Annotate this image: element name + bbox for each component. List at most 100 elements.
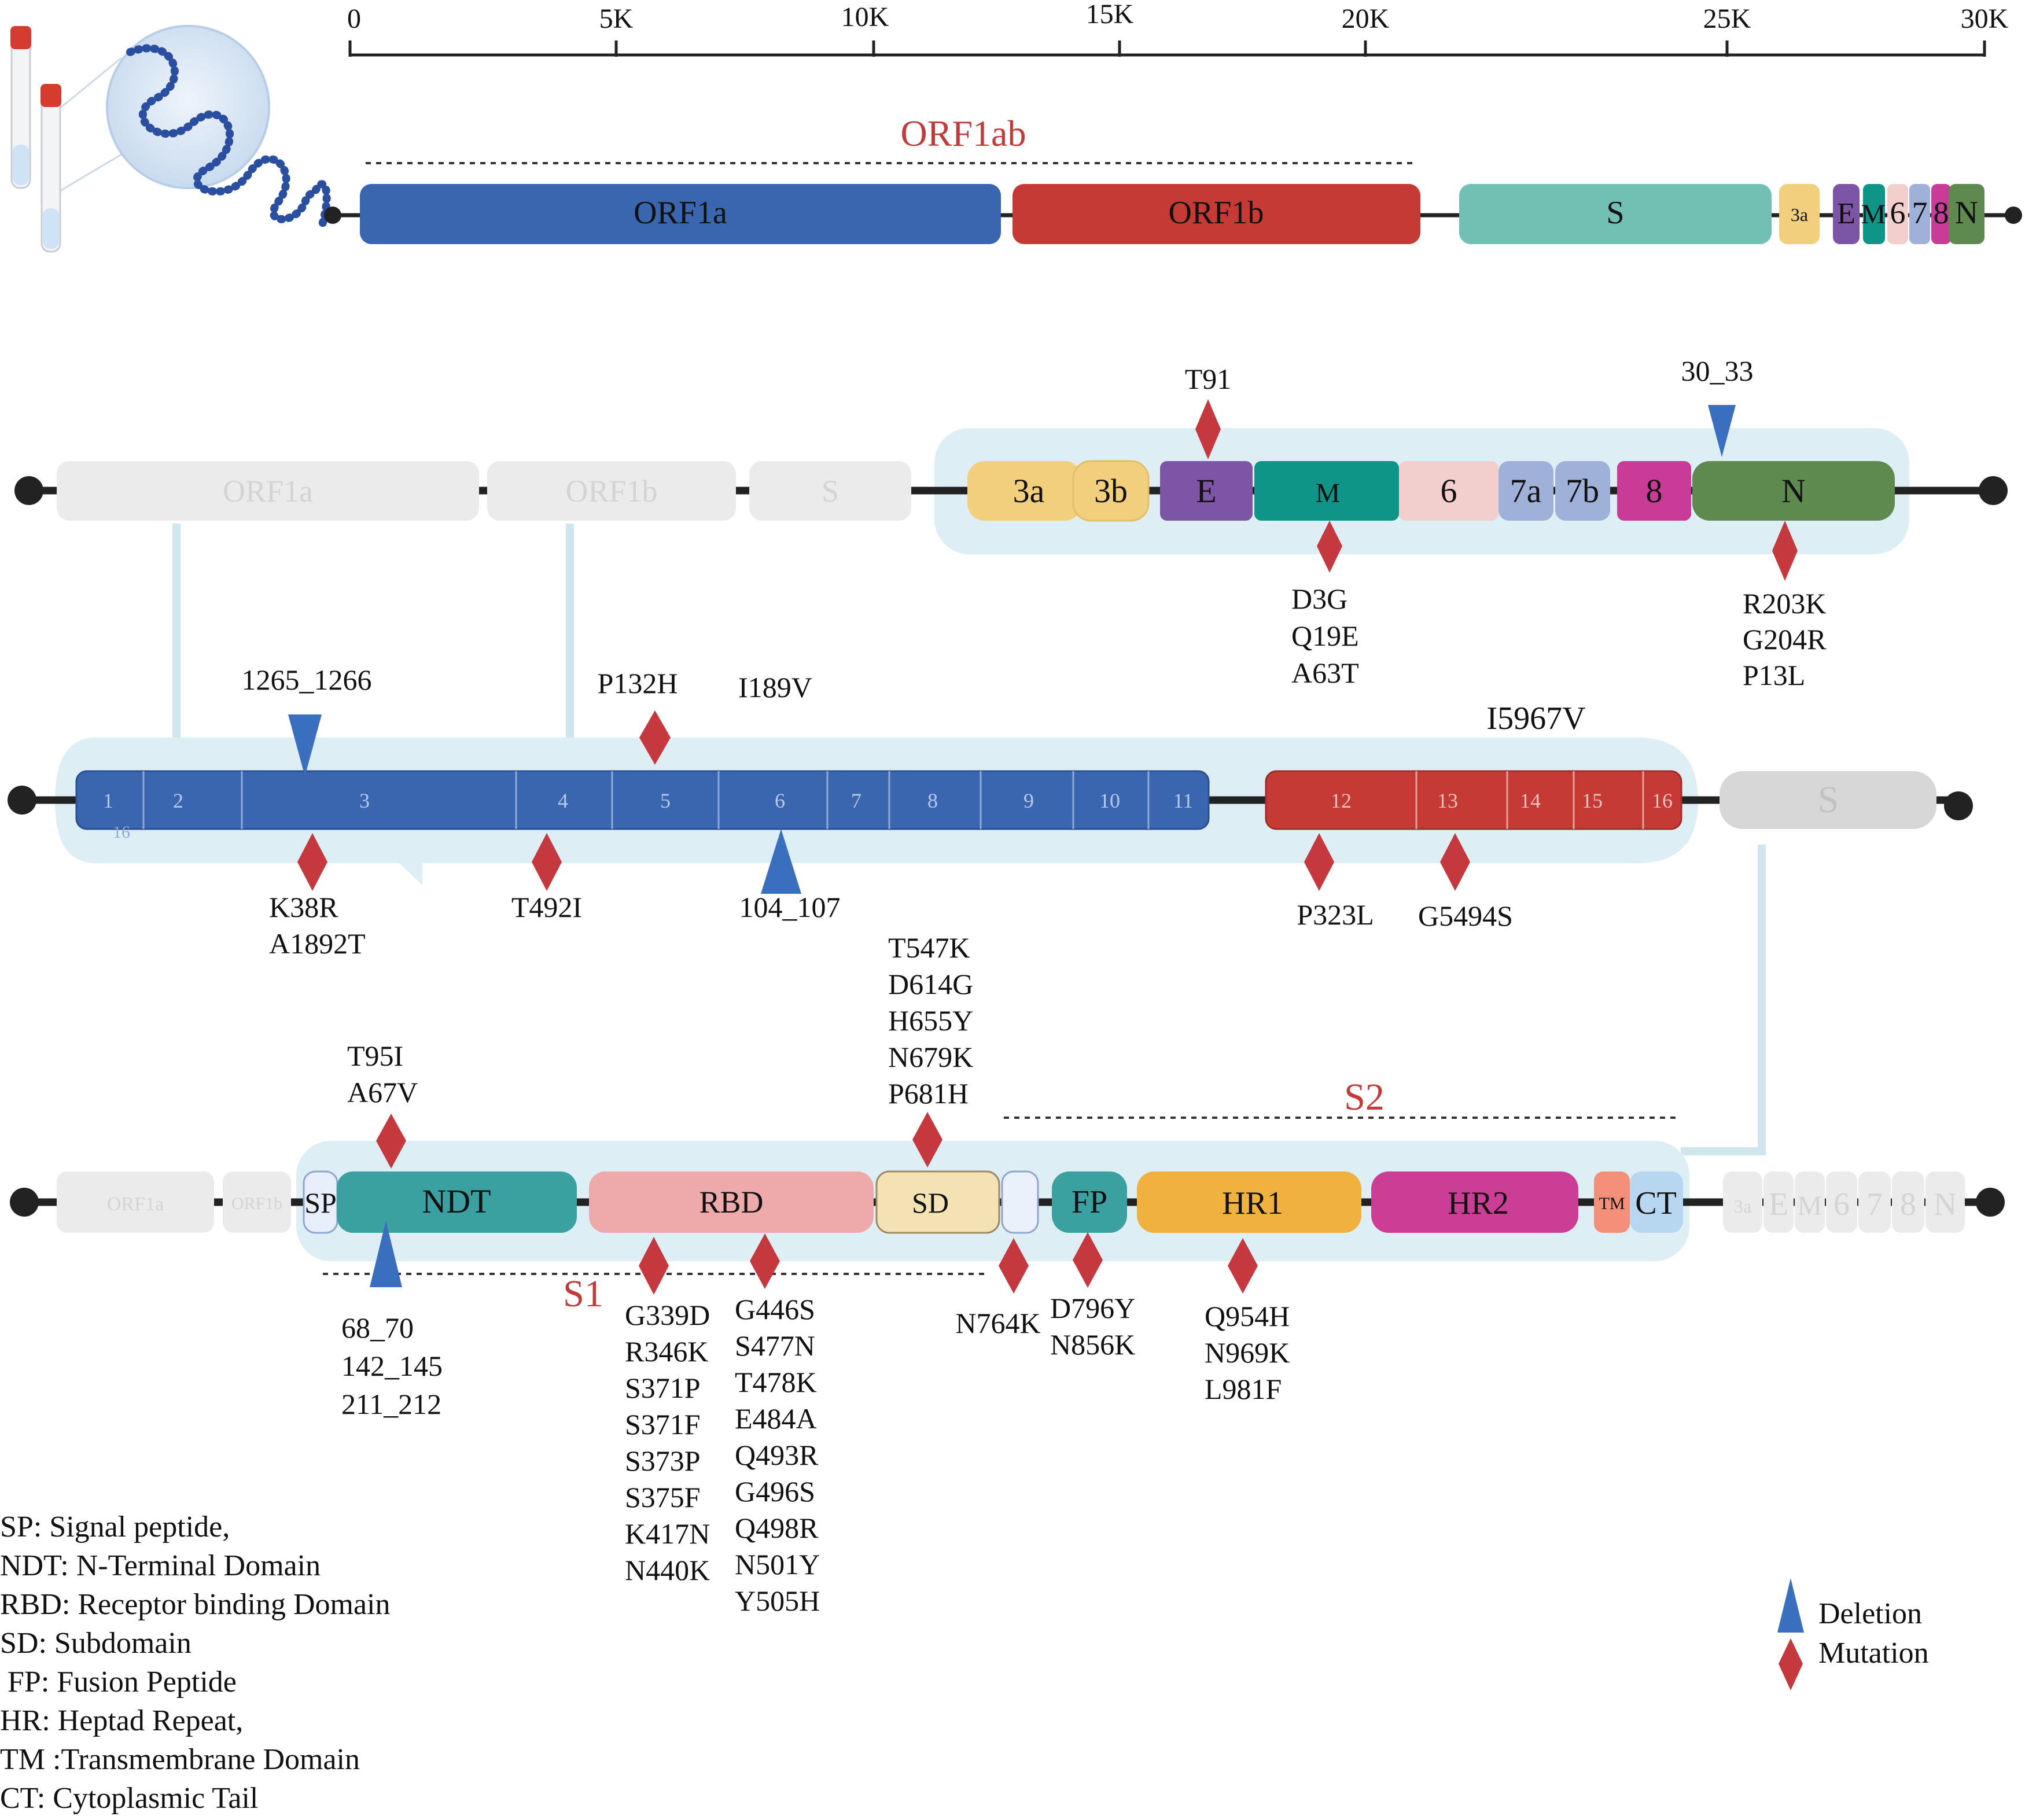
mutation-marker (1228, 1238, 1258, 1294)
deletion-label: 142_145 (341, 1350, 443, 1382)
gene-8: 8 (1931, 184, 1951, 244)
spike-domain-row: ORF1a ORF1b 3a E M 6 7 8 N (10, 931, 2005, 1617)
svg-text:8: 8 (1646, 472, 1663, 510)
gene-e: E (1833, 184, 1860, 244)
mutation-label: R203K (1743, 587, 1826, 620)
gene-n: N (1692, 461, 1895, 521)
gene-orf1a: ORF1a (360, 184, 1001, 244)
svg-text:7a: 7a (1510, 472, 1542, 510)
svg-text:ORF1b: ORF1b (231, 1194, 282, 1213)
mutation-label: P323L (1297, 898, 1374, 931)
faded-orf1b: ORF1b (223, 1171, 291, 1233)
mutation-label: K38R (269, 891, 338, 923)
svg-text:3a: 3a (1791, 204, 1808, 225)
svg-text:E: E (1769, 1187, 1788, 1222)
mutation-label: G446S (735, 1293, 815, 1325)
mutation-label: I189V (738, 671, 812, 703)
nsp-label: 10 (1099, 789, 1120, 812)
svg-text:NDT: NDT (422, 1182, 491, 1220)
mutation-marker (912, 1112, 942, 1167)
gene-e: E (1160, 461, 1253, 521)
mutation-label: S477N (735, 1329, 815, 1362)
mutation-label: N440K (625, 1554, 710, 1586)
faded-s: S (1720, 771, 1936, 829)
mutation-marker (639, 710, 671, 765)
deletion-marker (761, 829, 801, 894)
mutation-label: H655Y (888, 1004, 973, 1037)
gene-7: 7 (1909, 184, 1930, 244)
mutation-label: E484A (735, 1402, 817, 1435)
svg-text:HR1: HR1 (1222, 1185, 1283, 1221)
svg-text:3b: 3b (1094, 472, 1128, 510)
mutation-label: Q498R (735, 1512, 819, 1544)
deletion-label: 30_33 (1681, 355, 1754, 387)
deletion-label: 1265_1266 (242, 664, 372, 696)
domain-tm: TM (1594, 1171, 1630, 1233)
nsp-label: 5 (660, 789, 671, 812)
nsp-label: 11 (1173, 789, 1194, 812)
gene-3a: 3a (1779, 184, 1820, 244)
svg-text:FP: FP (1072, 1184, 1107, 1220)
nsp-label: 16 (1652, 789, 1673, 812)
domain-ct: CT (1630, 1171, 1683, 1233)
mutation-label: N969K (1205, 1336, 1290, 1369)
mutation-legend-icon (1779, 1638, 1803, 1690)
mutation-label: T547K (888, 931, 970, 964)
nsp-label: 2 (173, 789, 183, 812)
abbreviation-item: CT: Cytoplasmic Tail (0, 1782, 258, 1815)
full-genome-row: ORF1ab ORF1a ORF1b S 3a E M (324, 113, 2022, 244)
abbreviation-item: RBD: Receptor binding Domain (0, 1588, 390, 1621)
nsp-label: 1 (103, 789, 113, 812)
svg-text:7: 7 (1866, 1187, 1883, 1222)
mutation-label: P13L (1743, 659, 1805, 691)
mutation-label: G339D (625, 1299, 710, 1331)
mutation-label: N679K (888, 1041, 973, 1073)
mutation-label: R346K (625, 1335, 708, 1368)
mutation-label: Q954H (1205, 1300, 1290, 1332)
mutation-label: S375F (625, 1481, 701, 1513)
svg-text:N: N (1781, 472, 1806, 510)
mutation-label: T95I (347, 1040, 403, 1072)
mutation-label: P681H (888, 1077, 969, 1110)
faded-orf1a: ORF1a (57, 461, 479, 521)
mutation-label: N764K (955, 1307, 1040, 1339)
svg-text:N: N (1955, 195, 1978, 231)
domain-hr1: HR1 (1137, 1171, 1361, 1233)
mutation-marker (639, 1237, 669, 1295)
genome-scale-axis: 0 5K 10K 15K 20K 25K 30K (347, 0, 2009, 57)
orf1ab-label: ORF1ab (901, 113, 1026, 154)
svg-text:ORF1b: ORF1b (565, 474, 657, 509)
orf1b-nsp-block: 12 13 14 15 16 (1265, 770, 1682, 830)
mutation-label: Q493R (735, 1439, 819, 1471)
mutation-label: S371P (625, 1372, 701, 1404)
nsp-label: 9 (1023, 789, 1034, 812)
svg-text:ORF1b: ORF1b (1169, 195, 1264, 231)
mutation-marker (1772, 521, 1798, 581)
svg-text:TM: TM (1599, 1194, 1625, 1213)
abbreviation-item: HR: Heptad Repeat, (0, 1704, 243, 1737)
mutation-marker (999, 1238, 1029, 1294)
mutation-marker (1440, 833, 1470, 891)
gene-7a: 7a (1499, 461, 1553, 521)
abbreviation-item: TM :Transmembrane Domain (0, 1743, 360, 1776)
nsp-label: 14 (1520, 789, 1541, 812)
legend: Deletion Mutation (1777, 1578, 1929, 1690)
row-start-cap (8, 786, 36, 815)
svg-text:HR2: HR2 (1448, 1185, 1509, 1221)
accessory-gene-row: ORF1a ORF1b S 3a 3b E M 6 (14, 355, 2008, 691)
svg-text:3a: 3a (1013, 472, 1045, 510)
deletion-label: 68_70 (341, 1311, 414, 1344)
svg-text:N: N (1934, 1187, 1957, 1222)
gene-8: 8 (1617, 461, 1691, 521)
sample-tubes-illustration (10, 25, 331, 253)
mutation-label: Y505H (735, 1585, 820, 1617)
scale-tick-label: 10K (841, 2, 889, 32)
svg-text:6: 6 (1833, 1187, 1850, 1222)
genome-5prime-end (324, 207, 341, 224)
mutation-marker (1317, 521, 1342, 573)
nsp-label: 16 (113, 823, 130, 842)
abbreviation-item: NDT: N-Terminal Domain (0, 1549, 321, 1582)
nsp-label: 4 (558, 789, 568, 812)
domain-hr2: HR2 (1371, 1171, 1578, 1233)
row-end-cap (1944, 791, 1973, 820)
